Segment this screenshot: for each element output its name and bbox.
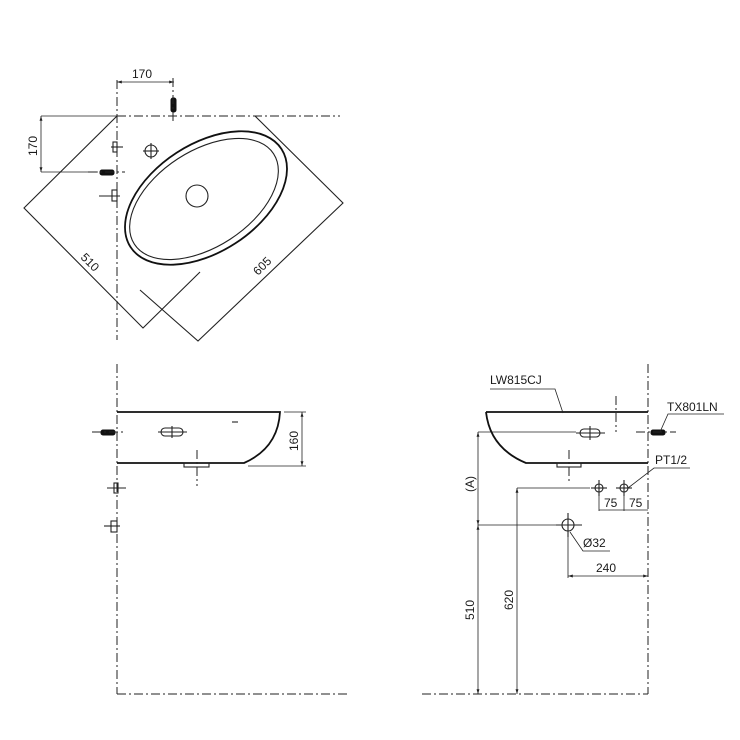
faucet-spout-icon <box>88 169 125 176</box>
top-view: 170 170 510 605 <box>23 67 344 342</box>
supply-valve-left-icon <box>591 480 607 496</box>
basin-bowl-inner <box>129 137 279 261</box>
basin-outline-depth <box>23 115 201 329</box>
drain-fitting-icon <box>99 189 120 202</box>
basin-profile-front <box>485 411 648 464</box>
dim-tap-offset-vertical: 170 <box>26 136 40 156</box>
supply-valve-right-icon <box>616 480 632 496</box>
label-faucet-model: TX801LN <box>667 400 718 414</box>
drain-fitting-icon <box>104 520 120 533</box>
label-drain-diameter: Ø32 <box>583 536 606 550</box>
faucet-spout-icon <box>92 429 124 436</box>
basin-profile-side <box>117 411 281 464</box>
dim-basin-height: 160 <box>287 431 301 451</box>
dim-supply-spacing-left: 75 <box>604 496 618 510</box>
label-supply-thread: PT1/2 <box>655 453 687 467</box>
front-view: LW815CJ TX801LN PT1/2 75 75 <box>422 364 724 695</box>
faucet-icon <box>636 429 676 436</box>
dim-mount-height: (A) <box>463 476 477 492</box>
basin-bowl-outer <box>124 130 288 266</box>
supply-fitting-icon <box>111 141 123 153</box>
dim-supply-spacing-right: 75 <box>629 496 643 510</box>
label-basin-model: LW815CJ <box>490 373 542 387</box>
faucet-top-icon <box>170 78 177 124</box>
drain-outlet-icon <box>556 513 582 537</box>
drain-hole <box>185 184 209 208</box>
dim-supply-height: 620 <box>502 590 516 610</box>
supply-fitting-icon <box>107 482 126 494</box>
dim-drain-height: 510 <box>463 600 477 620</box>
basin-outline-width <box>139 115 344 342</box>
dim-width-diagonal: 605 <box>250 254 274 278</box>
dim-tap-offset-horizontal: 170 <box>132 67 152 81</box>
side-view: 160 <box>92 364 350 695</box>
dim-drain-offset: 240 <box>596 561 616 575</box>
dim-depth-diagonal: 510 <box>78 250 102 274</box>
